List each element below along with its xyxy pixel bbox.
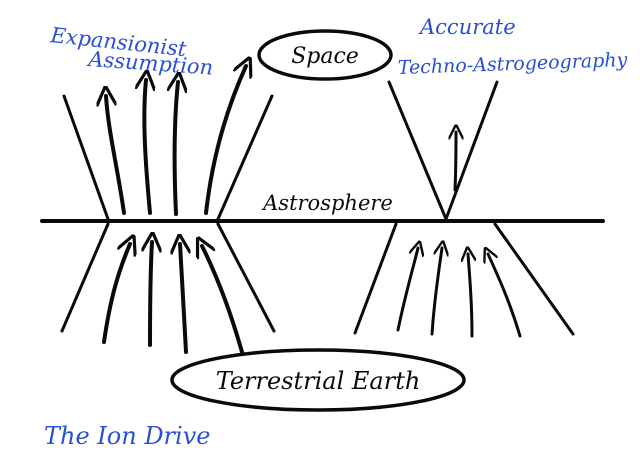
- right-lower-funnel-left: [353, 222, 398, 335]
- lower-arrow-1: [102, 244, 130, 344]
- expansionist-label-line2: Assumption: [86, 47, 214, 80]
- upper-arrow-3: [175, 82, 178, 216]
- right-upper-funnel-right: [444, 80, 499, 221]
- lower-arrow-8: [488, 254, 522, 338]
- right-upper-funnel-left: [387, 80, 448, 221]
- space-label: Space: [291, 44, 359, 69]
- upper-arrow-1: [106, 96, 126, 215]
- lower-arrow-5: [396, 248, 418, 332]
- left-lower-funnel-right: [216, 222, 276, 333]
- lower-arrow-7: [468, 254, 472, 338]
- left-lower-funnel-left: [60, 222, 110, 333]
- left-upper-funnel-right: [216, 94, 274, 221]
- lower-arrow-6: [430, 248, 442, 336]
- lower-arrow-4: [202, 246, 244, 354]
- right-lower-funnel-right: [493, 222, 575, 336]
- space-ellipse: [257, 29, 393, 81]
- astrosphere-label: Astrosphere: [261, 191, 393, 215]
- accurate-label-line2: Techno-Astrogeography: [397, 49, 627, 79]
- upper-arrow-4: [204, 66, 246, 215]
- terrestrial-earth-ellipse: [170, 348, 466, 412]
- terrestrial-earth-label: Terrestrial Earth: [216, 367, 421, 395]
- ion-drive-label: The Ion Drive: [44, 422, 210, 450]
- accurate-label-line1: Accurate: [418, 15, 516, 39]
- lower-arrow-3: [180, 244, 186, 354]
- left-upper-funnel-left: [62, 94, 110, 221]
- upper-arrow-2: [144, 80, 150, 215]
- lower-arrow-2: [150, 242, 152, 347]
- upper-arrow-right: [455, 132, 456, 192]
